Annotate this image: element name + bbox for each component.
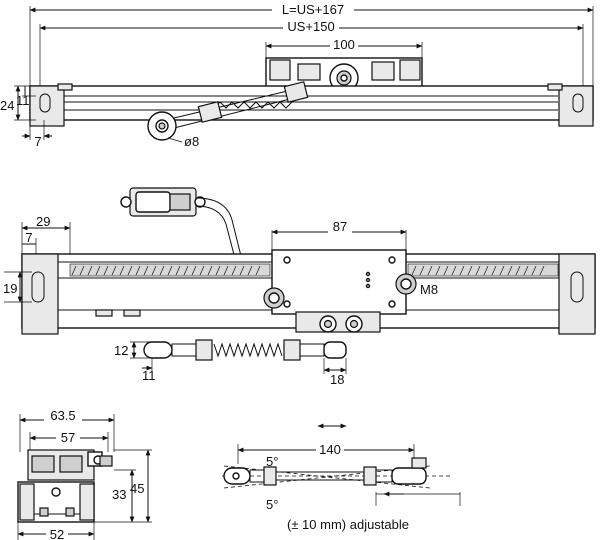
dimension-87: 87 (271, 219, 407, 250)
angle-bottom-label: 5° (266, 497, 278, 512)
dsub-connector (120, 187, 245, 271)
dimension-total-length: L=US+167 (29, 2, 594, 92)
stroke-label: US+150 (287, 19, 334, 34)
rail-top-view (29, 83, 594, 127)
dim-140-label: 140 (319, 442, 341, 457)
dim-11-label: 11 (142, 368, 156, 383)
end-profile (17, 449, 113, 523)
dimension-12-11-18: 12 11 18 (114, 341, 347, 387)
dim-19-label: 19 (3, 281, 17, 296)
top-view: L=US+167 US+150 100 (0, 2, 594, 149)
dim-18-label: 18 (330, 372, 344, 387)
front-view: 87 29 7 (3, 187, 596, 387)
dim-33-label: 33 (112, 487, 126, 502)
connecting-rod-top: ø8 (147, 81, 309, 149)
carriage-width-label: 100 (333, 37, 355, 52)
angle-top-label: 5° (266, 454, 278, 469)
dimension-140: 140 (237, 442, 415, 464)
dim-29-label: 29 (36, 214, 50, 229)
dimension-57: 57 (29, 430, 109, 452)
carriage-front: M8 (263, 249, 438, 333)
edge-7-label: 7 (34, 134, 41, 149)
dim-12-label: 12 (114, 343, 128, 358)
dimension-29-7: 29 7 (21, 214, 71, 262)
dimension-stroke: US+150 (39, 19, 584, 92)
adjustable-range-bracket (375, 491, 461, 506)
rod-assembly-front (143, 339, 347, 361)
dimension-19: 19 (3, 271, 32, 303)
dim-57-label: 57 (61, 430, 75, 445)
thread-m8-label: M8 (420, 282, 438, 297)
adjustable-caption: (± 10 mm) adjustable (287, 517, 409, 532)
carriage (265, 57, 423, 93)
dimension-45-33: 45 33 (94, 449, 152, 523)
carriage-87-label: 87 (333, 219, 347, 234)
left-height-dims: 24 11 7 (0, 85, 52, 149)
dim-7-label: 7 (25, 230, 32, 245)
dim-52-label: 52 (50, 527, 64, 540)
height-24-label: 24 (0, 98, 14, 113)
end-view: 63.5 57 45 (17, 408, 152, 540)
total-length-label: L=US+167 (282, 2, 344, 17)
rod-detail: 140 5° 5° (± 10 mm) adjustable (222, 423, 461, 532)
bore-diameter-label: ø8 (184, 134, 199, 149)
height-11-label: 11 (16, 93, 30, 108)
dim-63-5-label: 63.5 (50, 408, 75, 423)
dimension-52: 52 (17, 522, 95, 540)
dimension-63-5: 63.5 (19, 408, 115, 452)
